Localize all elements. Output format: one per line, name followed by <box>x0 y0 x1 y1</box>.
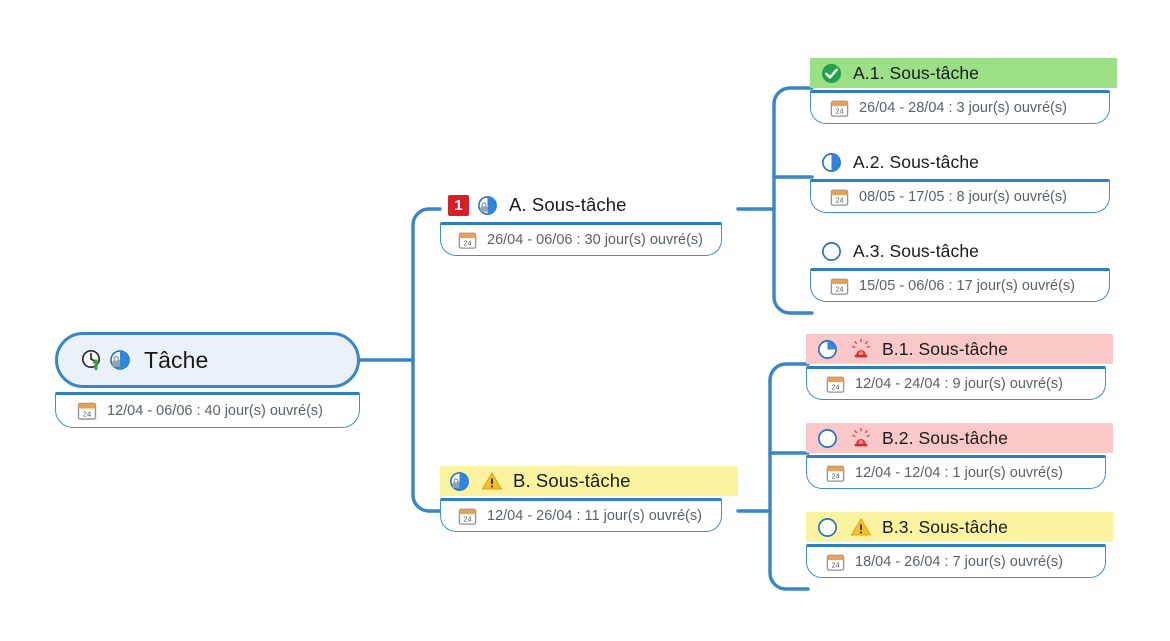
svg-text:24: 24 <box>463 514 471 523</box>
pie-progress-locked-icon <box>476 194 499 217</box>
connector-a-to-a3 <box>772 295 814 315</box>
node-root[interactable]: Tâche 24 12/04 - 06/06 : 40 jour(s) ouvr… <box>55 332 360 428</box>
root-title-row[interactable]: Tâche <box>55 332 360 388</box>
connector-b-to-b1 <box>768 362 810 382</box>
svg-text:24: 24 <box>831 471 839 480</box>
calendar-icon: 24 <box>76 400 98 422</box>
node-leaf-b3[interactable]: B.3. Sous-tâche 24 18/04 - 26/04 : 7 jou… <box>806 512 1113 578</box>
branch-a-date-text: 26/04 - 06/06 : 30 jour(s) ouvré(s) <box>487 232 703 248</box>
leaf-a2-date-text: 08/05 - 17/05 : 8 jour(s) ouvré(s) <box>859 189 1067 205</box>
leaf-b1-title-row[interactable]: B.1. Sous-tâche <box>806 334 1113 364</box>
branch-b-date-capsule[interactable]: 24 12/04 - 26/04 : 11 jour(s) ouvré(s) <box>440 498 722 532</box>
branch-a-label: A. Sous-tâche <box>509 194 627 215</box>
leaf-a3-label: A.3. Sous-tâche <box>853 240 980 261</box>
branch-a-title-row[interactable]: 1 A. Sous-tâche <box>440 190 722 220</box>
leaf-b1-label: B.1. Sous-tâche <box>882 338 1009 359</box>
leaf-a3-date-capsule[interactable]: 24 15/05 - 06/06 : 17 jour(s) ouvré(s) <box>810 268 1110 302</box>
calendar-icon: 24 <box>457 230 478 251</box>
leaf-b2-date-text: 12/04 - 12/04 : 1 jour(s) ouvré(s) <box>855 465 1063 481</box>
leaf-b2-title-row[interactable]: B.2. Sous-tâche <box>806 423 1113 453</box>
root-date-text: 12/04 - 06/06 : 40 jour(s) ouvré(s) <box>107 403 323 419</box>
leaf-b3-date-capsule[interactable]: 24 18/04 - 26/04 : 7 jour(s) ouvré(s) <box>806 544 1106 578</box>
pie-progress-locked-icon <box>448 470 471 493</box>
leaf-b3-label: B.3. Sous-tâche <box>882 516 1009 537</box>
svg-text:24: 24 <box>835 106 843 115</box>
warning-triangle-icon <box>850 516 872 538</box>
calendar-icon: 24 <box>829 187 850 208</box>
svg-text:24: 24 <box>835 195 843 204</box>
leaf-b2-label: B.2. Sous-tâche <box>882 427 1009 448</box>
node-leaf-b2[interactable]: B.2. Sous-tâche 24 12/04 - 12/04 : 1 jou… <box>806 423 1113 489</box>
pie-progress-locked-icon <box>108 348 132 372</box>
warning-triangle-icon <box>481 470 503 492</box>
alarm-siren-icon <box>850 427 872 449</box>
alarm-siren-icon <box>850 338 872 360</box>
connector-a-to-a1 <box>772 86 814 106</box>
leaf-a1-date-capsule[interactable]: 24 26/04 - 28/04 : 3 jour(s) ouvré(s) <box>810 90 1110 124</box>
leaf-a1-title-row[interactable]: A.1. Sous-tâche <box>810 58 1117 88</box>
branch-b-label: B. Sous-tâche <box>513 470 631 491</box>
pie-progress-icon <box>820 240 843 263</box>
calendar-icon: 24 <box>825 552 846 573</box>
branch-b-date-text: 12/04 - 26/04 : 11 jour(s) ouvré(s) <box>487 508 702 524</box>
check-circle-icon <box>820 62 843 85</box>
root-label: Tâche <box>144 346 209 373</box>
pie-progress-icon <box>820 151 843 174</box>
svg-text:24: 24 <box>835 284 843 293</box>
calendar-icon: 24 <box>825 374 846 395</box>
connector-to-branch-b <box>411 493 442 513</box>
connector-to-branch-a <box>411 207 442 227</box>
leaf-a3-title-row[interactable]: A.3. Sous-tâche <box>810 236 1028 266</box>
leaf-a3-date-text: 15/05 - 06/06 : 17 jour(s) ouvré(s) <box>859 278 1075 294</box>
svg-text:24: 24 <box>831 382 839 391</box>
pie-progress-icon <box>816 516 839 539</box>
leaf-a1-label: A.1. Sous-tâche <box>853 62 980 83</box>
leaf-a2-title-row[interactable]: A.2. Sous-tâche <box>810 147 1028 177</box>
node-branch-a[interactable]: 1 A. Sous-tâche 24 26/04 - 06/06 : 30 <box>440 190 722 256</box>
root-date-capsule[interactable]: 24 12/04 - 06/06 : 40 jour(s) ouvré(s) <box>55 392 360 428</box>
branch-b-title-row[interactable]: B. Sous-tâche <box>440 466 738 496</box>
node-leaf-a2[interactable]: A.2. Sous-tâche 24 08/05 - 17/05 : 8 jou… <box>810 147 1110 213</box>
pie-progress-icon <box>816 427 839 450</box>
leaf-b2-date-capsule[interactable]: 24 12/04 - 12/04 : 1 jour(s) ouvré(s) <box>806 455 1106 489</box>
svg-text:24: 24 <box>83 409 91 418</box>
calendar-icon: 24 <box>825 463 846 484</box>
priority-badge-icon: 1 <box>448 194 469 216</box>
connector-b-to-b3 <box>768 571 810 591</box>
node-leaf-a1[interactable]: A.1. Sous-tâche 24 26/04 - 28/04 : 3 jou… <box>810 58 1117 124</box>
svg-text:24: 24 <box>831 560 839 569</box>
svg-text:24: 24 <box>463 238 471 247</box>
leaf-a2-label: A.2. Sous-tâche <box>853 151 980 172</box>
calendar-icon: 24 <box>829 98 850 119</box>
branch-a-date-capsule[interactable]: 24 26/04 - 06/06 : 30 jour(s) ouvré(s) <box>440 222 722 256</box>
leaf-b1-date-capsule[interactable]: 24 12/04 - 24/04 : 9 jour(s) ouvré(s) <box>806 366 1106 400</box>
node-leaf-a3[interactable]: A.3. Sous-tâche 24 15/05 - 06/06 : 17 jo… <box>810 236 1110 302</box>
clock-arrow-icon <box>80 348 104 372</box>
calendar-icon: 24 <box>829 276 850 297</box>
node-branch-b[interactable]: B. Sous-tâche 24 12/04 - 26/04 : 11 jour… <box>440 466 738 532</box>
leaf-b3-title-row[interactable]: B.3. Sous-tâche <box>806 512 1113 542</box>
leaf-a1-date-text: 26/04 - 28/04 : 3 jour(s) ouvré(s) <box>859 100 1067 116</box>
leaf-a2-date-capsule[interactable]: 24 08/05 - 17/05 : 8 jour(s) ouvré(s) <box>810 179 1110 213</box>
calendar-icon: 24 <box>457 506 478 527</box>
leaf-b3-date-text: 18/04 - 26/04 : 7 jour(s) ouvré(s) <box>855 554 1063 570</box>
leaf-b1-date-text: 12/04 - 24/04 : 9 jour(s) ouvré(s) <box>855 376 1063 392</box>
pie-progress-icon <box>816 338 839 361</box>
node-leaf-b1[interactable]: B.1. Sous-tâche 24 12/04 - 24/04 : 9 jou… <box>806 334 1113 400</box>
